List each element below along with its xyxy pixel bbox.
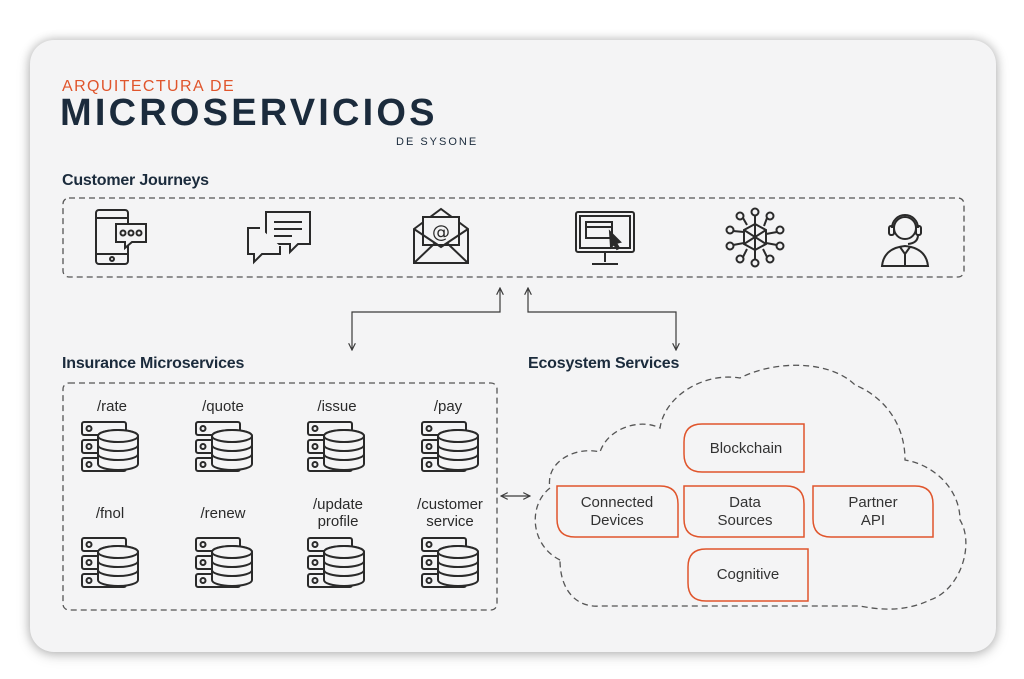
eco-label-data-sources: Data Sources (717, 494, 773, 529)
svg-text:@: @ (432, 222, 450, 243)
eco-label-blockchain: Blockchain (709, 440, 783, 457)
service-label-update-profile: /update profile (312, 496, 364, 530)
cloud-outline (534, 364, 967, 610)
database-server-icon-issue (307, 421, 365, 472)
database-server-icon-quote (195, 421, 253, 472)
service-label-quote: /quote (202, 398, 244, 415)
eco-shape-partner-api (812, 485, 934, 538)
service-label-pay: /pay (433, 398, 463, 415)
database-server-icon-rate (81, 421, 139, 472)
service-label-renew: /renew (200, 505, 246, 522)
database-server-icon-renew (195, 537, 253, 588)
eco-label-cognitive: Cognitive (716, 566, 780, 583)
call-center-agent-icon (874, 206, 936, 268)
network-hub-icon (724, 206, 786, 268)
database-server-icon-update-profile (307, 537, 365, 588)
eco-label-partner-api: Partner API (848, 494, 898, 529)
eco-shape-data-sources (683, 485, 805, 538)
eco-shape-cognitive (687, 548, 809, 602)
eco-label-connected-devices: Connected Devices (580, 494, 654, 529)
header-title: MICROSERVICIOS (60, 92, 438, 134)
database-server-icon-fnol (81, 537, 139, 588)
email-icon: @ (410, 205, 472, 267)
insurance-microservices-title: Insurance Microservices (62, 355, 245, 372)
arrow-up-from-ecosystem (528, 288, 676, 350)
customer-journeys-frame (62, 197, 965, 278)
chat-bubbles-icon (244, 208, 314, 266)
diagram-card (30, 40, 996, 652)
ecosystem-services-title: Ecosystem Services (528, 355, 680, 372)
service-label-issue: /issue (317, 398, 357, 415)
insurance-microservices-frame (62, 382, 498, 611)
customer-journeys-title: Customer Journeys (62, 172, 209, 189)
arrow-up-from-insurance (352, 288, 500, 350)
database-server-icon-customer-service (421, 537, 479, 588)
database-server-icon-pay (421, 421, 479, 472)
web-monitor-icon (572, 208, 638, 268)
header-subtitle: DE SYSONE (396, 136, 479, 148)
eco-shape-connected-devices (556, 485, 679, 538)
mobile-chat-icon (90, 206, 152, 268)
service-label-fnol: /fnol (95, 505, 125, 522)
header-kicker: ARQUITECTURA DE (62, 78, 236, 95)
eco-shape-blockchain (683, 423, 805, 473)
service-label-customer-service: /customer service (417, 496, 483, 530)
service-label-rate: /rate (96, 398, 127, 415)
